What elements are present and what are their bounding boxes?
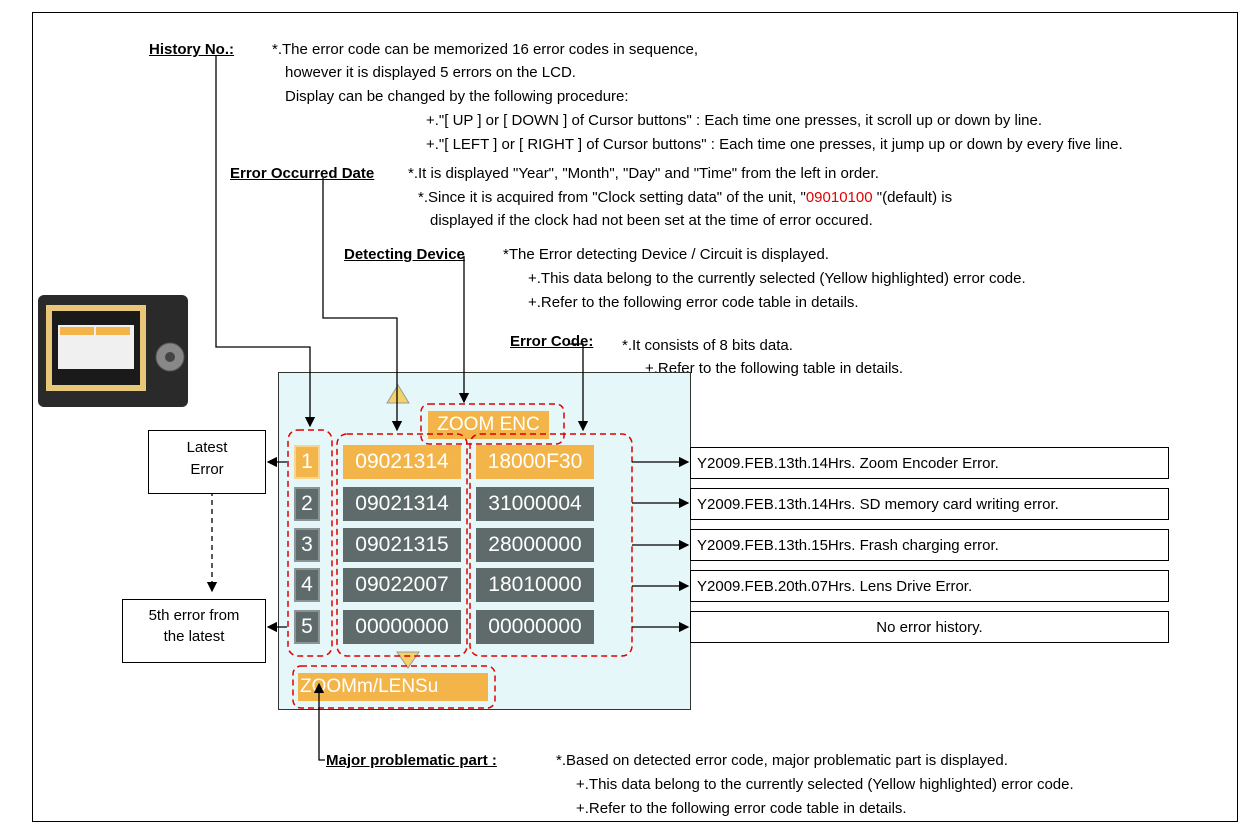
description-row-5: No error history. bbox=[690, 611, 1169, 643]
description-row-1: Y2009.FEB.13th.14Hrs. Zoom Encoder Error… bbox=[690, 447, 1169, 479]
part-line-2: +.This data belong to the currently sele… bbox=[576, 776, 1074, 793]
row-3-date: 09021315 bbox=[343, 528, 461, 562]
history-line-2: however it is displayed 5 errors on the … bbox=[285, 64, 576, 81]
scroll-down-icon bbox=[396, 651, 420, 669]
device-line-1: *The Error detecting Device / Circuit is… bbox=[503, 246, 829, 263]
code-heading: Error Code: bbox=[510, 333, 594, 350]
camera-photo bbox=[38, 295, 188, 407]
date-line-3: displayed if the clock had not been set … bbox=[430, 212, 873, 229]
part-line-3: +.Refer to the following error code tabl… bbox=[576, 800, 907, 817]
history-heading: History No.: bbox=[149, 41, 235, 58]
row-3-code: 28000000 bbox=[476, 528, 594, 562]
code-column-outline bbox=[469, 433, 633, 657]
row-5-date: 00000000 bbox=[343, 610, 461, 644]
part-outline bbox=[292, 665, 496, 709]
device-line-2: +.This data belong to the currently sele… bbox=[528, 270, 1026, 287]
diagram-frame bbox=[32, 12, 1238, 822]
description-row-2: Y2009.FEB.13th.14Hrs. SD memory card wri… bbox=[690, 488, 1169, 520]
device-outline bbox=[420, 403, 565, 445]
description-row-3: Y2009.FEB.13th.15Hrs. Frash charging err… bbox=[690, 529, 1169, 561]
latest-error-label: Latest Error bbox=[148, 430, 266, 494]
number-column-outline bbox=[287, 429, 333, 657]
history-line-5: +."[ LEFT ] or [ RIGHT ] of Cursor butto… bbox=[426, 136, 1123, 153]
description-row-4: Y2009.FEB.20th.07Hrs. Lens Drive Error. bbox=[690, 570, 1169, 602]
row-2-number: 2 bbox=[294, 487, 320, 521]
row-4-code: 18010000 bbox=[476, 568, 594, 602]
camera-drawing bbox=[46, 305, 185, 391]
date-line-2: *.Since it is acquired from "Clock setti… bbox=[418, 189, 953, 206]
row-3-number: 3 bbox=[294, 528, 320, 562]
row-1-code: 18000F30 bbox=[476, 445, 594, 479]
date-line-1: *.It is displayed "Year", "Month", "Day"… bbox=[408, 165, 879, 182]
problematic-part-value: ZOOMm/LENSu bbox=[298, 673, 488, 701]
row-1-date: 09021314 bbox=[343, 445, 461, 479]
device-line-3: +.Refer to the following error code tabl… bbox=[528, 294, 859, 311]
row-4-date: 09022007 bbox=[343, 568, 461, 602]
history-line-3: Display can be changed by the following … bbox=[285, 88, 629, 105]
part-heading: Major problematic part : bbox=[326, 752, 497, 769]
device-heading: Detecting Device bbox=[344, 246, 465, 263]
code-line-2: +.Refer to the following table in detail… bbox=[645, 360, 904, 377]
fifth-error-label: 5th error from the latest bbox=[122, 599, 266, 663]
date-heading: Error Occurred Date bbox=[230, 165, 375, 182]
row-5-number: 5 bbox=[294, 610, 320, 644]
code-line-1: *.It consists of 8 bits data. bbox=[622, 337, 793, 354]
row-2-code: 31000004 bbox=[476, 487, 594, 521]
scroll-up-icon bbox=[386, 384, 410, 404]
part-line-1: *.Based on detected error code, major pr… bbox=[556, 752, 1008, 769]
row-5-code: 00000000 bbox=[476, 610, 594, 644]
history-line-1: *.The error code can be memorized 16 err… bbox=[272, 41, 699, 58]
date-column-outline bbox=[336, 433, 468, 657]
default-date-value: 09010100 bbox=[805, 189, 873, 206]
history-line-4: +."[ UP ] or [ DOWN ] of Cursor buttons"… bbox=[426, 112, 1043, 129]
row-4-number: 4 bbox=[294, 568, 320, 602]
row-1-number: 1 bbox=[294, 445, 320, 479]
row-2-date: 09021314 bbox=[343, 487, 461, 521]
